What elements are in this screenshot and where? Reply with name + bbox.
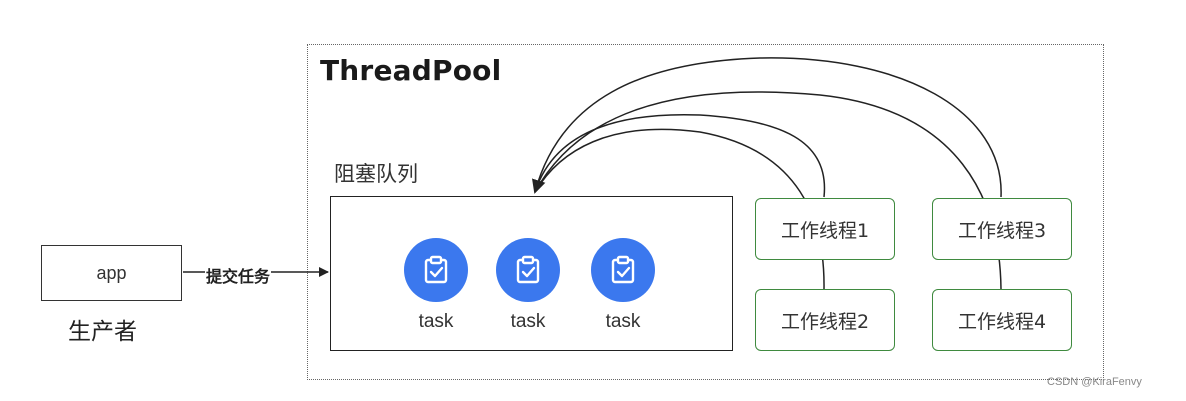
task-item: task xyxy=(491,238,565,333)
producer-label: 生产者 xyxy=(68,319,137,345)
clipboard-check-icon xyxy=(496,238,560,302)
app-box: app xyxy=(41,245,182,301)
threadpool-frame xyxy=(307,44,1104,380)
task-label: task xyxy=(605,311,641,332)
watermark: CSDN @KiraFenvy xyxy=(1047,376,1142,388)
worker1-fetch-curve xyxy=(532,113,826,198)
task-item: task xyxy=(586,238,660,333)
submit-task-label: 提交任务 xyxy=(205,263,272,287)
blocking-queue-label: 阻塞队列 xyxy=(334,162,418,186)
task-label: task xyxy=(510,311,546,332)
threadpool-title: ThreadPool xyxy=(320,54,502,87)
worker-thread-4: 工作线程4 xyxy=(932,289,1072,351)
task-label: task xyxy=(418,311,454,332)
clipboard-check-icon xyxy=(591,238,655,302)
worker3-fetch-curve xyxy=(534,57,1002,198)
clipboard-check-icon xyxy=(404,238,468,302)
task-item: task xyxy=(399,238,473,333)
worker-thread-2: 工作线程2 xyxy=(755,289,895,351)
worker-thread-1: 工作线程1 xyxy=(755,198,895,260)
worker-thread-3: 工作线程3 xyxy=(932,198,1072,260)
